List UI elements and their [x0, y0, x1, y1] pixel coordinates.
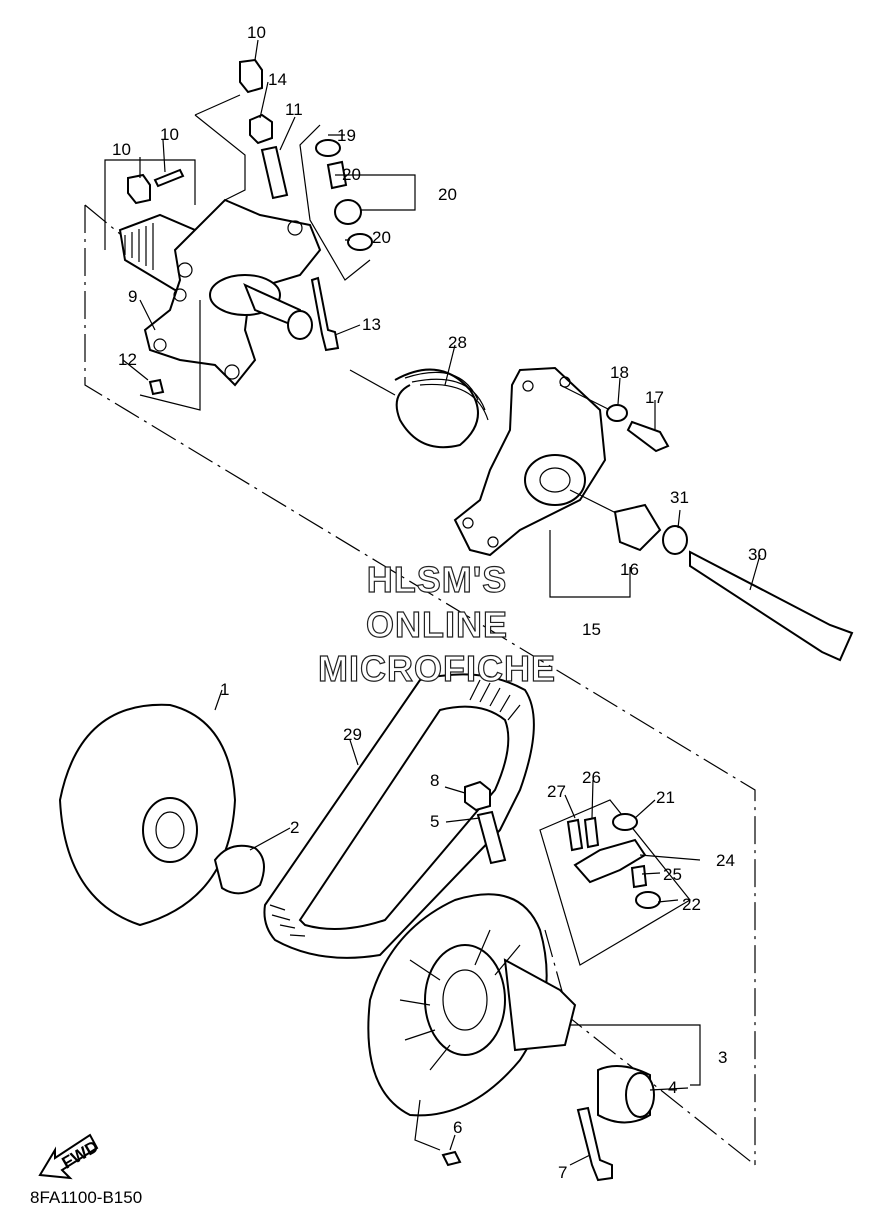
- callout-12: 11: [285, 100, 303, 119]
- callout-10-left: 10: [112, 140, 131, 159]
- callout-1: 1: [220, 680, 229, 699]
- callout-13: 12: [118, 350, 137, 369]
- callout-5: 5: [430, 812, 439, 831]
- callout-15: 14: [268, 70, 287, 89]
- leader-bracket-6: [414, 1099, 441, 1151]
- washer-part-20-top: [315, 139, 341, 157]
- washer-part-23-top: [612, 813, 638, 831]
- pin-part-25: [630, 864, 648, 889]
- callout-20-lower: 20: [372, 228, 391, 247]
- reference-line-upper: [84, 204, 756, 1165]
- washer-part-19: [606, 404, 628, 422]
- collar-part-5: [476, 810, 507, 865]
- leader-bracket-24: [539, 799, 691, 966]
- callout-3: 3: [718, 1048, 727, 1067]
- callout-18: 17: [645, 388, 664, 407]
- cap-part-6: [441, 1150, 462, 1167]
- leader-17: [569, 489, 621, 516]
- callout-14: 13: [362, 315, 381, 334]
- watermark-line-3: MICROFICHE: [318, 648, 556, 689]
- leader-19: [559, 384, 611, 411]
- callout-21: 20: [438, 185, 457, 204]
- cover-plate-part-16: [453, 366, 607, 557]
- callout-leaders: [122, 39, 761, 1166]
- bushing-part-17: [613, 503, 662, 552]
- collar-part-12: [260, 145, 289, 200]
- roller-part-4: [597, 1065, 655, 1124]
- drive-belt-part-29: [263, 673, 535, 959]
- pin-part-11: [153, 168, 185, 188]
- callout-22: 20: [342, 165, 361, 184]
- bolt-part-27: [566, 818, 584, 852]
- callout-17: 16: [620, 560, 639, 579]
- fwd-arrow-icon: FWD: [38, 1133, 102, 1180]
- washer-part-31: [662, 525, 688, 555]
- callout-11: 10: [160, 125, 179, 144]
- leader-bracket-10: [194, 94, 246, 201]
- callout-4: 4: [668, 1078, 677, 1097]
- callout-28: 28: [448, 333, 467, 352]
- callout-27: 27: [547, 782, 566, 801]
- leader-bracket-3: [570, 1024, 701, 1086]
- nut-part-8: [464, 780, 491, 812]
- collar-part-2: [213, 844, 265, 895]
- movable-sheave-part-3: [367, 893, 577, 1117]
- callout-19: 18: [610, 363, 629, 382]
- washer-part-20-bottom: [347, 233, 373, 251]
- block-part-10-top: [239, 58, 263, 94]
- bolt-part-18: [626, 420, 670, 453]
- leader-bracket-20: [299, 124, 371, 281]
- callout-20: 19: [337, 126, 356, 145]
- nut-part-15: [249, 113, 273, 145]
- diagram-code: 8FA1100-B150: [30, 1188, 142, 1207]
- bolt-part-7: [576, 1106, 613, 1182]
- bushing-part-21: [334, 199, 362, 225]
- callout-8: 8: [430, 771, 439, 790]
- callout-labels: 10 14 11 19 10 10 20 20 20 9 13 28 12 18…: [112, 23, 767, 1182]
- callout-10: 10: [247, 23, 266, 42]
- leader-bracket-11: [104, 159, 196, 250]
- leader-bracket-16: [549, 530, 631, 598]
- callout-30: 30: [748, 545, 767, 564]
- callout-7: 7: [558, 1163, 567, 1182]
- callout-25: 25: [663, 865, 682, 884]
- callout-26: 26: [582, 768, 601, 787]
- callout-16: 15: [582, 620, 601, 639]
- block-part-10-left: [127, 173, 151, 205]
- bolt-part-14: [310, 276, 340, 352]
- callout-24: 24: [716, 851, 735, 870]
- callout-9: 9: [128, 287, 137, 306]
- callout-2: 2: [290, 818, 299, 837]
- callout-23: 21: [656, 788, 675, 807]
- leader-bracket-13: [139, 300, 201, 411]
- spring-part-28: [349, 368, 489, 449]
- callout-23-lower: 22: [682, 895, 701, 914]
- washer-part-23-bottom: [635, 891, 661, 909]
- fixed-sheave-part-1: [58, 703, 237, 927]
- bolt-part-26: [583, 816, 600, 849]
- callout-29: 29: [343, 725, 362, 744]
- watermark-line-2: ONLINE: [366, 604, 508, 645]
- callout-31: 31: [670, 488, 689, 507]
- callout-6: 6: [453, 1118, 462, 1137]
- cap-part-13: [148, 378, 165, 396]
- sheave-hub-part-9: [118, 198, 322, 387]
- watermark: HLSM'S ONLINE MICROFICHE: [317, 558, 556, 689]
- watermark-line-1: HLSM'S: [367, 559, 508, 600]
- bolt-part-30: [689, 550, 854, 662]
